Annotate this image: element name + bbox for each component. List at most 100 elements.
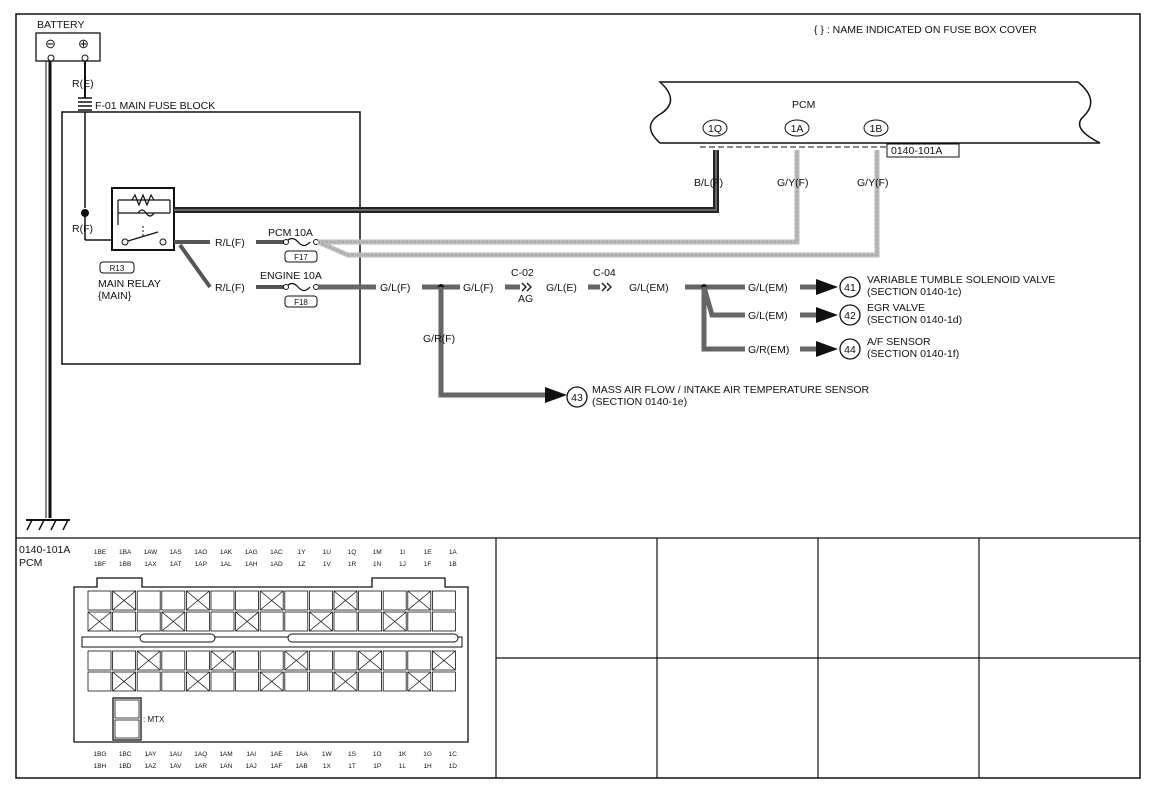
pin-label-top-row1: 1U (323, 549, 332, 556)
connector-c04-icon (601, 282, 612, 292)
pin-unused-mark (112, 671, 136, 692)
battery-plus-icon: ⊕ (78, 36, 89, 51)
connector-c02-icon (521, 282, 532, 292)
pin-label-top-row2: 1N (373, 561, 382, 568)
pin-unused-mark (210, 650, 235, 671)
fuse-engine-icon (285, 282, 311, 292)
fuse-engine-code: F18 (294, 298, 308, 307)
battery-label: BATTERY (37, 19, 84, 31)
pin-unused-mark (259, 590, 284, 611)
out43-section: (SECTION 0140-1e) (592, 396, 687, 408)
connector-pin (382, 590, 407, 611)
pin-unused-mark (259, 671, 284, 692)
main-relay (111, 187, 175, 251)
pin-label-bot-row2: 1AZ (144, 763, 156, 770)
wire-gy-f-1b (317, 150, 880, 258)
connector-pin (185, 611, 210, 632)
main-fuse-block (61, 111, 361, 365)
connector-pin (87, 671, 112, 692)
pin-label-bot-row1: 1W (322, 751, 333, 758)
out42-name: EGR VALVE (867, 302, 925, 314)
mtx-pin (114, 699, 140, 719)
pin-label-top-row2: 1BB (119, 561, 131, 568)
pin-unused-mark (432, 650, 456, 671)
relay-name2: {MAIN} (98, 290, 132, 302)
connector-pin (431, 671, 456, 692)
pin-label-bot-row1: 1AQ (194, 751, 207, 758)
pin-label-top-row2: 1AX (144, 561, 157, 568)
pin-unused-mark (407, 671, 432, 692)
pin-label-bot-row2: 1AV (170, 763, 182, 770)
pin-label-top-row1: 1AK (220, 549, 233, 556)
battery-terminal-pos (81, 54, 89, 62)
pin-label-top-row1: 1A (449, 549, 458, 556)
fuse-engine-name: ENGINE 10A (260, 270, 322, 282)
line-wire2: G/L(F) (463, 282, 493, 294)
connector-pin (407, 650, 432, 671)
connector-pin (308, 671, 333, 692)
pin-unused-mark (382, 611, 407, 632)
pcm-terminal-1b: 1B (870, 123, 883, 135)
connector-pin (259, 611, 284, 632)
pin-label-bot-row2: 1AJ (246, 763, 257, 770)
pin-label-bot-row1: 1G (423, 751, 432, 758)
out44-num: 44 (844, 344, 856, 356)
pin-label-bot-row1: 1C (449, 751, 458, 758)
pin-label-bot-row2: 1X (323, 763, 332, 770)
pin-unused-mark (186, 590, 210, 611)
pin-label-bot-row2: 1AN (220, 763, 233, 770)
line-wire3: G/L(E) (546, 282, 577, 294)
pin-label-top-row1: 1Y (298, 549, 307, 556)
pcm-wire-1b: G/Y(F) (857, 177, 889, 189)
battery-symbol (35, 32, 101, 62)
pin-unused-mark (407, 590, 432, 611)
pin-unused-mark (112, 590, 136, 611)
out43-name: MASS AIR FLOW / INTAKE AIR TEMPERATURE S… (592, 384, 870, 396)
out42-wire: G/L(EM) (748, 310, 788, 322)
pin-label-top-row1: 1E (424, 549, 433, 556)
connector-c02: C-02 (511, 267, 534, 279)
pin-label-bot-row1: 1BG (93, 751, 106, 758)
pin-unused-mark (358, 650, 382, 671)
out43-num: 43 (571, 392, 583, 404)
pin-label-top-row1: 1AS (169, 549, 182, 556)
diagram-frame (15, 13, 1141, 779)
pin-unused-mark (284, 650, 309, 671)
wire-gr-f (438, 287, 545, 398)
connector-pin (161, 650, 186, 671)
pin-unused-mark (309, 611, 333, 632)
connector-pin (210, 671, 235, 692)
pin-label-top-row2: 1Z (298, 561, 306, 568)
relay-code: R13 (110, 264, 125, 273)
fuse-box-note: { } : NAME INDICATED ON FUSE BOX COVER (814, 24, 1037, 36)
out42-arrow-icon (816, 307, 838, 323)
pin-label-top-row2: 1BF (94, 561, 106, 568)
pin-label-bot-row2: 1AF (270, 763, 282, 770)
connector-pin (358, 590, 383, 611)
connector-pin (87, 590, 112, 611)
wire-bl-f (174, 150, 719, 213)
connector-pin (235, 590, 260, 611)
pin-unused-mark (235, 611, 259, 632)
line-wire1: G/L(F) (380, 282, 410, 294)
out44-wire: G/R(EM) (748, 344, 789, 356)
battery-terminal-neg (47, 54, 55, 62)
pin-label-bot-row2: 1P (373, 763, 381, 770)
battery-minus-icon: ⊖ (45, 36, 56, 51)
out41-wire: G/L(EM) (748, 282, 788, 294)
line-wire4: G/L(EM) (629, 282, 669, 294)
pin-label-bot-row1: 1K (398, 751, 407, 758)
pin-label-bot-row2: 1AB (295, 763, 307, 770)
connector-pin (358, 611, 383, 632)
pin-unused-mark (333, 590, 358, 611)
pin-label-top-row1: 1I (400, 549, 406, 556)
pcm-wire-1a: G/Y(F) (777, 177, 809, 189)
pcm-connector-code: 0140-101A (891, 145, 942, 157)
line-branch-wire: G/R(F) (423, 333, 455, 345)
main-fuse-label: F-01 MAIN FUSE BLOCK (95, 100, 215, 112)
pin-label-bot-row2: 1L (399, 763, 407, 770)
pin-label-top-row1: 1Q (348, 549, 357, 556)
connector-pin (185, 650, 210, 671)
out41-arrow-icon (816, 279, 838, 295)
